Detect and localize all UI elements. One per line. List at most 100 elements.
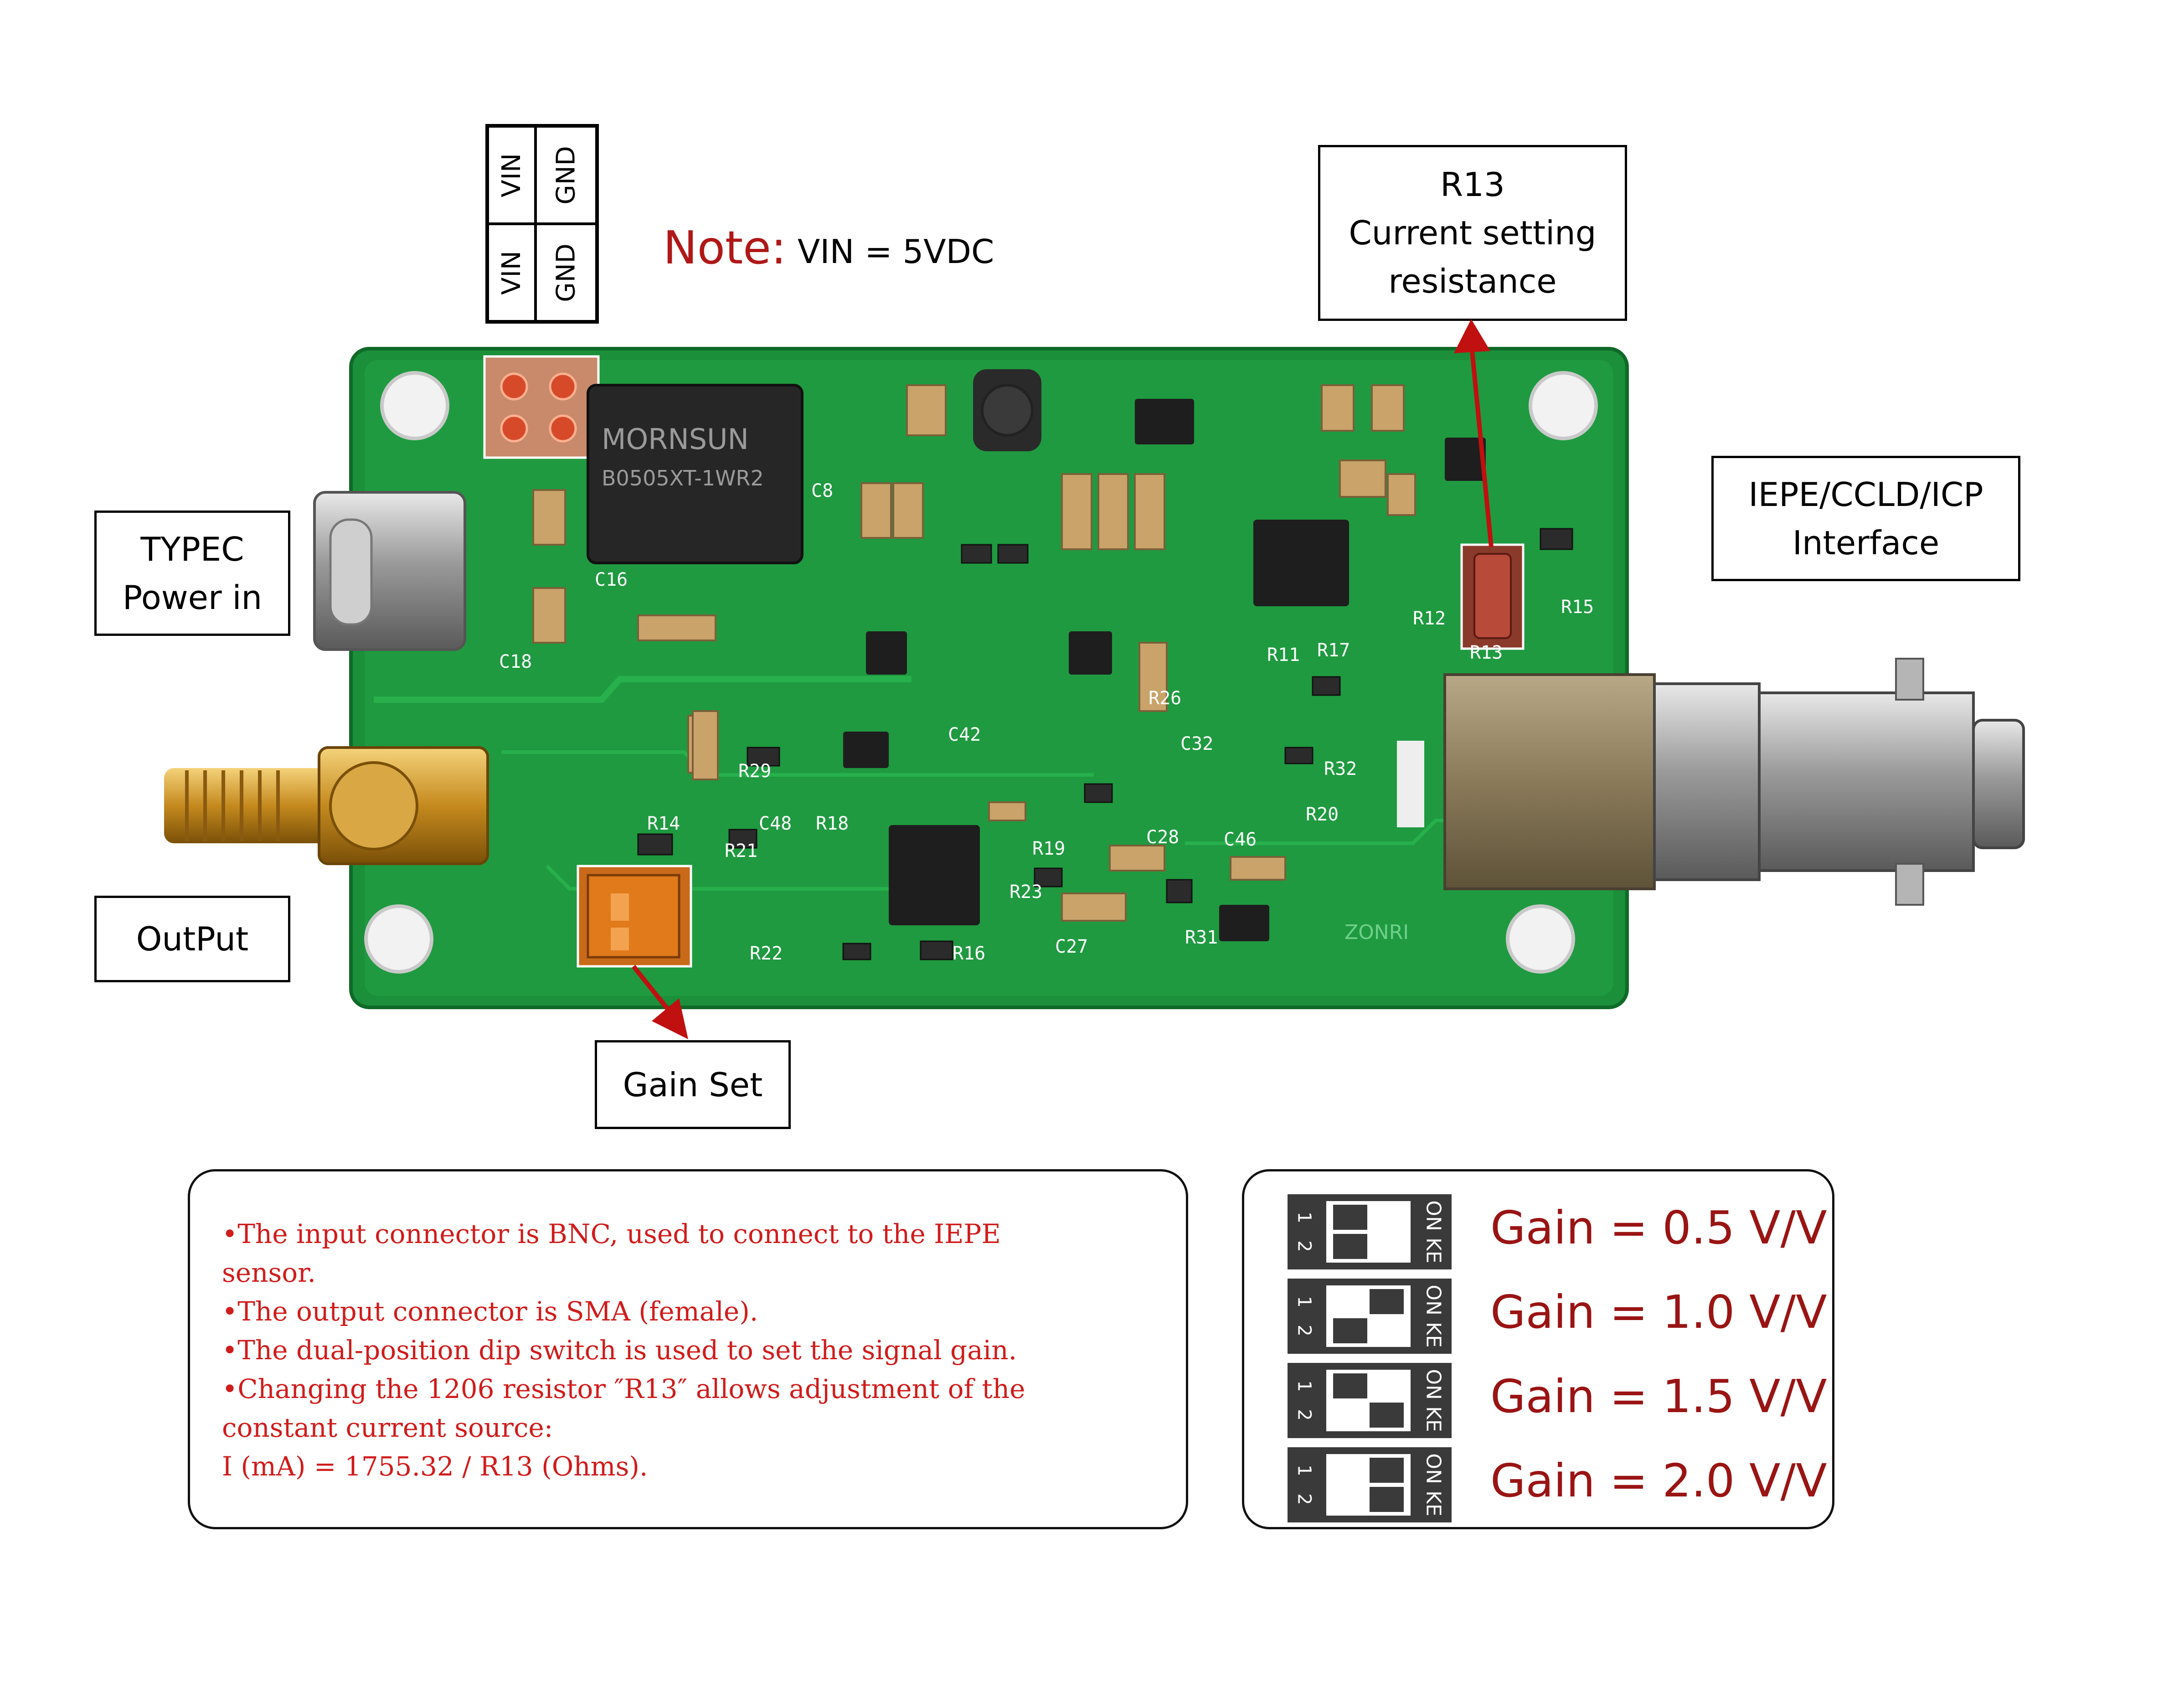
silk-ref: R20 bbox=[1306, 804, 1339, 825]
mounting-hole bbox=[1506, 904, 1575, 974]
silk-ref: R13 bbox=[1470, 642, 1503, 663]
silk-ref: R19 bbox=[1032, 838, 1065, 859]
dip-switch-diagram: 1 2 ON KE bbox=[1288, 1279, 1452, 1354]
silk-ref: C32 bbox=[1180, 733, 1213, 754]
dip-switch-body bbox=[587, 874, 680, 959]
dip-body bbox=[1326, 1201, 1411, 1263]
info-line: •The input connector is BNC, used to con… bbox=[222, 1218, 1001, 1249]
mounting-hole bbox=[380, 371, 449, 440]
info-line: •The dual-position dip switch is used to… bbox=[222, 1335, 1017, 1366]
mounting-hole bbox=[364, 904, 433, 974]
ic-chip bbox=[1253, 520, 1349, 606]
silk-ref: R29 bbox=[738, 761, 771, 782]
silk-ref: C18 bbox=[499, 651, 532, 672]
pin-cell: VIN bbox=[488, 126, 536, 224]
pin-header-highlight bbox=[483, 355, 600, 459]
bnc-tip bbox=[1972, 719, 2025, 849]
dip-body bbox=[1326, 1370, 1411, 1431]
silk-ref: C42 bbox=[948, 724, 981, 745]
dip-onke-label: ON KE bbox=[1422, 1284, 1445, 1348]
callout-text: Current setting bbox=[1349, 214, 1597, 252]
dip-onke-label: ON KE bbox=[1422, 1453, 1445, 1517]
silk-ref: R17 bbox=[1317, 640, 1350, 661]
gain-label: Gain = 1.0 V/V bbox=[1490, 1285, 1827, 1339]
info-line: sensor. bbox=[222, 1257, 316, 1288]
dip-number: 1 bbox=[1293, 1465, 1315, 1476]
dip-number: 1 bbox=[1293, 1296, 1315, 1308]
silk-ref: R21 bbox=[725, 841, 757, 861]
callout-text: Gain Set bbox=[623, 1065, 763, 1104]
callout-text: OutPut bbox=[136, 920, 249, 958]
mounting-hole bbox=[1529, 371, 1598, 440]
brand-logo-text: ZONRI bbox=[1344, 921, 1409, 944]
info-line: constant current source: bbox=[222, 1412, 553, 1443]
gainset-arrowhead bbox=[652, 998, 688, 1039]
pin-pad bbox=[549, 414, 577, 443]
gain-label: Gain = 1.5 V/V bbox=[1490, 1370, 1827, 1423]
note-text: VIN = 5VDC bbox=[798, 232, 994, 271]
gainset-leader-line bbox=[632, 965, 672, 1014]
silk-ref: C16 bbox=[595, 569, 628, 590]
dip-number: 1 bbox=[1293, 1380, 1315, 1392]
module-brand-text: MORNSUN bbox=[602, 423, 749, 456]
dip-switch-lever bbox=[611, 928, 629, 950]
info-line: •Changing the 1206 resistor ″R13″ allows… bbox=[222, 1373, 1025, 1404]
gain-label: Gain = 2.0 V/V bbox=[1490, 1454, 1827, 1507]
dip-onke-label: ON KE bbox=[1422, 1369, 1445, 1432]
bnc-sleeve bbox=[1758, 691, 1975, 872]
bnc-nut bbox=[1653, 682, 1761, 881]
module-part-text: B0505XT-1WR2 bbox=[602, 466, 764, 490]
dip-body bbox=[1326, 1454, 1411, 1516]
r13-leader-line bbox=[1470, 351, 1494, 547]
callout-gainset: Gain Set bbox=[595, 1040, 791, 1129]
sma-hex bbox=[329, 761, 418, 851]
ic-chip bbox=[1219, 905, 1269, 941]
ic-chip bbox=[1445, 438, 1486, 481]
callout-text: TYPEC bbox=[140, 530, 244, 568]
white-mark bbox=[1397, 741, 1424, 827]
pcb-trace bbox=[546, 865, 957, 891]
ic-chip bbox=[889, 825, 980, 925]
silk-ref: C48 bbox=[759, 813, 792, 834]
pcb-board-illustration: MORNSUN B0505XT-1WR2 bbox=[164, 319, 2025, 1039]
info-line: •The output connector is SMA (female). bbox=[222, 1296, 758, 1327]
callout-typec: TYPEC Power in bbox=[94, 511, 290, 636]
dip-toggle bbox=[1333, 1234, 1367, 1259]
silk-ref: R12 bbox=[1413, 608, 1446, 629]
pin-cell: GND bbox=[535, 224, 597, 321]
callout-iepe: IEPE/CCLD/ICP Interface bbox=[1711, 456, 2020, 581]
ic-chip bbox=[843, 732, 889, 768]
bnc-pin bbox=[1895, 658, 1924, 701]
resistor-group bbox=[637, 528, 1573, 960]
dip-number: 2 bbox=[1293, 1325, 1315, 1336]
dip-onke-label: ON KE bbox=[1422, 1200, 1445, 1264]
info-text-block: •The input connector is BNC, used to con… bbox=[222, 1215, 1170, 1486]
silk-ref: R26 bbox=[1149, 688, 1181, 709]
capacitor-group bbox=[532, 384, 1416, 922]
r13-resistor bbox=[1473, 553, 1512, 639]
silk-ref: C8 bbox=[811, 480, 833, 501]
callout-text: IEPE/CCLD/ICP bbox=[1748, 475, 1983, 514]
dip-number: 2 bbox=[1293, 1240, 1315, 1252]
callout-text: Interface bbox=[1792, 523, 1940, 562]
pin-pad bbox=[500, 372, 528, 401]
dip-toggle bbox=[1333, 1205, 1367, 1230]
ic-chip bbox=[866, 631, 907, 675]
silk-ref: R15 bbox=[1561, 597, 1594, 618]
bnc-pin bbox=[1895, 863, 1924, 906]
r13-arrowhead bbox=[1454, 319, 1490, 353]
dcdc-module bbox=[587, 384, 804, 564]
pin-cell: VIN bbox=[488, 224, 536, 321]
dip-number: 2 bbox=[1293, 1409, 1315, 1421]
usb-c-port bbox=[329, 518, 373, 626]
silk-ref: C28 bbox=[1146, 827, 1179, 848]
dip-toggle bbox=[1333, 1373, 1367, 1398]
pin-cell: GND bbox=[535, 126, 597, 224]
silk-ref: R18 bbox=[816, 813, 849, 834]
silk-ref: R31 bbox=[1185, 927, 1218, 948]
dip-toggle bbox=[1370, 1403, 1404, 1428]
silk-ref: R14 bbox=[647, 813, 680, 834]
